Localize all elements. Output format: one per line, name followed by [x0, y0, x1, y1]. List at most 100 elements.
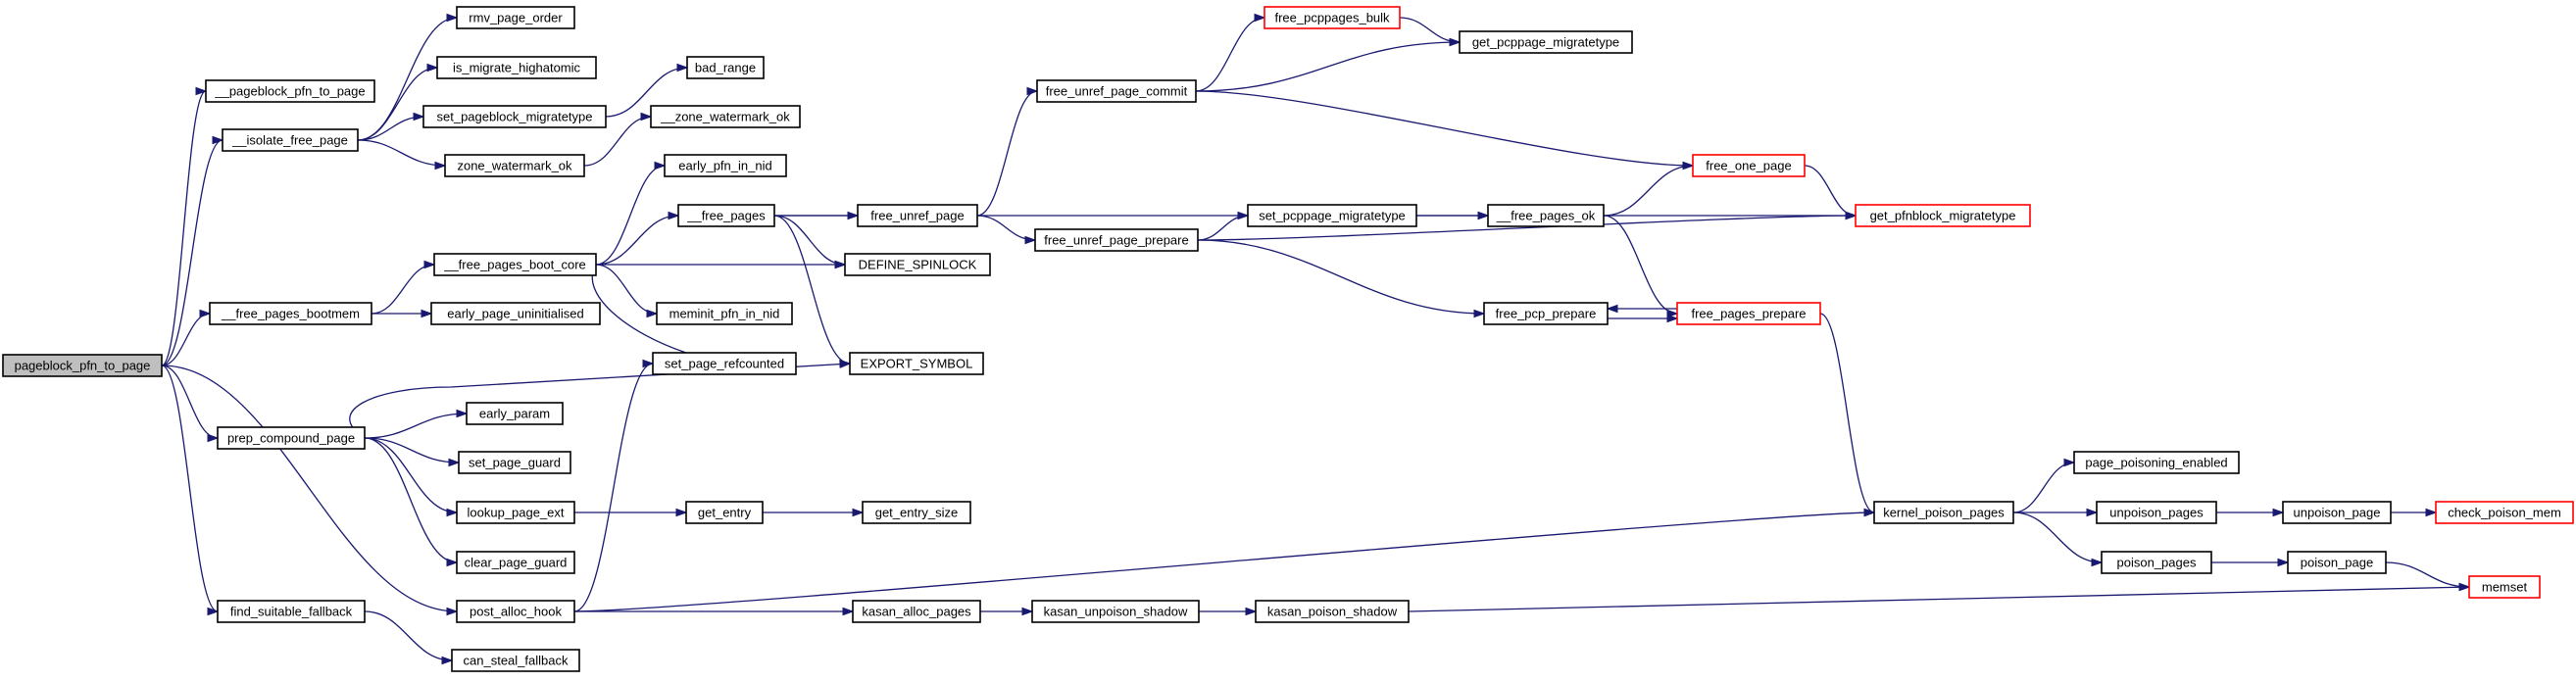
node-box[interactable]	[436, 56, 597, 79]
node-box[interactable]	[456, 6, 575, 29]
node-is-migrate-highatomic[interactable]: is_migrate_highatomic	[436, 56, 597, 79]
node-box[interactable]	[652, 352, 797, 375]
node-page-poisoning-enabled[interactable]: page_poisoning_enabled	[2073, 451, 2240, 474]
node-box[interactable]	[466, 402, 564, 425]
node-free-one-page[interactable]: free_one_page	[1692, 154, 1806, 177]
node-box[interactable]	[1487, 204, 1605, 227]
node-check-poison-mem[interactable]: check_poison_mem	[2435, 501, 2574, 524]
node-box[interactable]	[209, 302, 372, 325]
node-can-steal-fallback[interactable]: can_steal_fallback	[451, 649, 580, 672]
node-box[interactable]	[222, 128, 359, 152]
node-box[interactable]	[664, 154, 787, 177]
node-lookup-page-ext[interactable]: lookup_page_ext	[456, 501, 575, 524]
node-pageblock-pfn-to-page[interactable]: pageblock_pfn_to_page	[2, 354, 163, 377]
node-isolate-free-page[interactable]: __isolate_free_page	[222, 128, 359, 152]
node-box[interactable]	[656, 302, 793, 325]
node-box[interactable]	[458, 451, 571, 474]
node-box[interactable]	[844, 253, 991, 276]
node-set-page-guard[interactable]: set_page_guard	[458, 451, 571, 474]
node-box[interactable]	[1034, 228, 1199, 252]
node-meminit-pfn-in-nid[interactable]: meminit_pfn_in_nid	[656, 302, 793, 325]
node-early-param[interactable]: early_param	[466, 402, 564, 425]
node-box[interactable]	[849, 352, 984, 375]
node-box[interactable]	[1036, 79, 1197, 103]
node-box[interactable]	[677, 204, 775, 227]
node-get-entry[interactable]: get_entry	[685, 501, 764, 524]
node-memset[interactable]: memset	[2468, 575, 2541, 599]
node-free-pages-prepare[interactable]: free_pages_prepare	[1676, 302, 1821, 325]
node-box[interactable]	[1255, 600, 1410, 623]
node-kasan-poison-shadow[interactable]: kasan_poison_shadow	[1255, 600, 1410, 623]
node-box[interactable]	[1247, 204, 1417, 227]
node-zone-watermark-ok[interactable]: zone_watermark_ok	[444, 154, 585, 177]
node-box[interactable]	[2101, 551, 2212, 574]
node-box[interactable]	[1676, 302, 1821, 325]
node-box[interactable]	[1855, 204, 2031, 227]
node-box[interactable]	[456, 501, 575, 524]
node-early-pfn-in-nid[interactable]: early_pfn_in_nid	[664, 154, 787, 177]
node-box[interactable]	[857, 204, 978, 227]
node-poison-page[interactable]: poison_page	[2287, 551, 2387, 574]
node-free-pcp-prepare[interactable]: free_pcp_prepare	[1483, 302, 1609, 325]
node-set-pcppage-migratetype[interactable]: set_pcppage_migratetype	[1247, 204, 1417, 227]
node-box[interactable]	[205, 79, 375, 103]
node-kasan-alloc-pages[interactable]: kasan_alloc_pages	[852, 600, 981, 623]
node-box[interactable]	[217, 600, 366, 623]
node-box[interactable]	[2, 354, 163, 377]
node-box[interactable]	[456, 551, 575, 574]
node-box[interactable]	[456, 600, 575, 623]
node-box[interactable]	[430, 302, 601, 325]
node-kernel-poison-pages[interactable]: kernel_poison_pages	[1873, 501, 2014, 524]
node-box[interactable]	[685, 501, 764, 524]
node-free-pages-bootmem[interactable]: __free_pages_bootmem	[209, 302, 372, 325]
node-box[interactable]	[433, 253, 597, 276]
node-box[interactable]	[852, 600, 981, 623]
node-box[interactable]	[2287, 551, 2387, 574]
node-box[interactable]	[862, 501, 971, 524]
node-box[interactable]	[2468, 575, 2541, 599]
node-bad-range[interactable]: bad_range	[686, 56, 765, 79]
node-get-pfnblock-migratetype[interactable]: get_pfnblock_migratetype	[1855, 204, 2031, 227]
node-box[interactable]	[1692, 154, 1806, 177]
node-free-unref-page-prepare[interactable]: free_unref_page_prepare	[1034, 228, 1199, 252]
node-find-suitable-fallback[interactable]: find_suitable_fallback	[217, 600, 366, 623]
node-prep-compound-page[interactable]: prep_compound_page	[217, 426, 366, 450]
node-box[interactable]	[686, 56, 765, 79]
node-box[interactable]	[451, 649, 580, 672]
node-box[interactable]	[2073, 451, 2240, 474]
node-post-alloc-hook[interactable]: post_alloc_hook	[456, 600, 575, 623]
node-box[interactable]	[1873, 501, 2014, 524]
node-clear-page-guard[interactable]: clear_page_guard	[456, 551, 575, 574]
node-set-page-refcounted[interactable]: set_page_refcounted	[652, 352, 797, 375]
node-get-pcppage-migratetype[interactable]: get_pcppage_migratetype	[1459, 30, 1633, 54]
node-free-unref-page[interactable]: free_unref_page	[857, 204, 978, 227]
node-free-pages[interactable]: __free_pages	[677, 204, 775, 227]
node-box[interactable]	[2096, 501, 2217, 524]
node-get-entry-size[interactable]: get_entry_size	[862, 501, 971, 524]
node-kasan-unpoison-shadow[interactable]: kasan_unpoison_shadow	[1031, 600, 1200, 623]
node-box[interactable]	[1459, 30, 1633, 54]
node-zone-watermark-ok[interactable]: __zone_watermark_ok	[650, 105, 801, 128]
node-box[interactable]	[1483, 302, 1609, 325]
node-unpoison-page[interactable]: unpoison_page	[2282, 501, 2392, 524]
node-set-pageblock-migratetype[interactable]: set_pageblock_migratetype	[422, 105, 607, 128]
node-DEFINE-SPINLOCK[interactable]: DEFINE_SPINLOCK	[844, 253, 991, 276]
node-box[interactable]	[2435, 501, 2574, 524]
node-EXPORT-SYMBOL[interactable]: EXPORT_SYMBOL	[849, 352, 984, 375]
node-free-unref-page-commit[interactable]: free_unref_page_commit	[1036, 79, 1197, 103]
node-box[interactable]	[2282, 501, 2392, 524]
node-free-pages-boot-core[interactable]: __free_pages_boot_core	[433, 253, 597, 276]
node-unpoison-pages[interactable]: unpoison_pages	[2096, 501, 2217, 524]
node-rmv-page-order[interactable]: rmv_page_order	[456, 6, 575, 29]
node-box[interactable]	[422, 105, 607, 128]
node-poison-pages[interactable]: poison_pages	[2101, 551, 2212, 574]
node-box[interactable]	[650, 105, 801, 128]
node-box[interactable]	[217, 426, 366, 450]
node-free-pcppages-bulk[interactable]: free_pcppages_bulk	[1263, 6, 1401, 29]
node-pageblock-pfn-to-page[interactable]: __pageblock_pfn_to_page	[205, 79, 375, 103]
node-box[interactable]	[1031, 600, 1200, 623]
node-box[interactable]	[444, 154, 585, 177]
node-box[interactable]	[1263, 6, 1401, 29]
node-free-pages-ok[interactable]: __free_pages_ok	[1487, 204, 1605, 227]
node-early-page-uninitialised[interactable]: early_page_uninitialised	[430, 302, 601, 325]
